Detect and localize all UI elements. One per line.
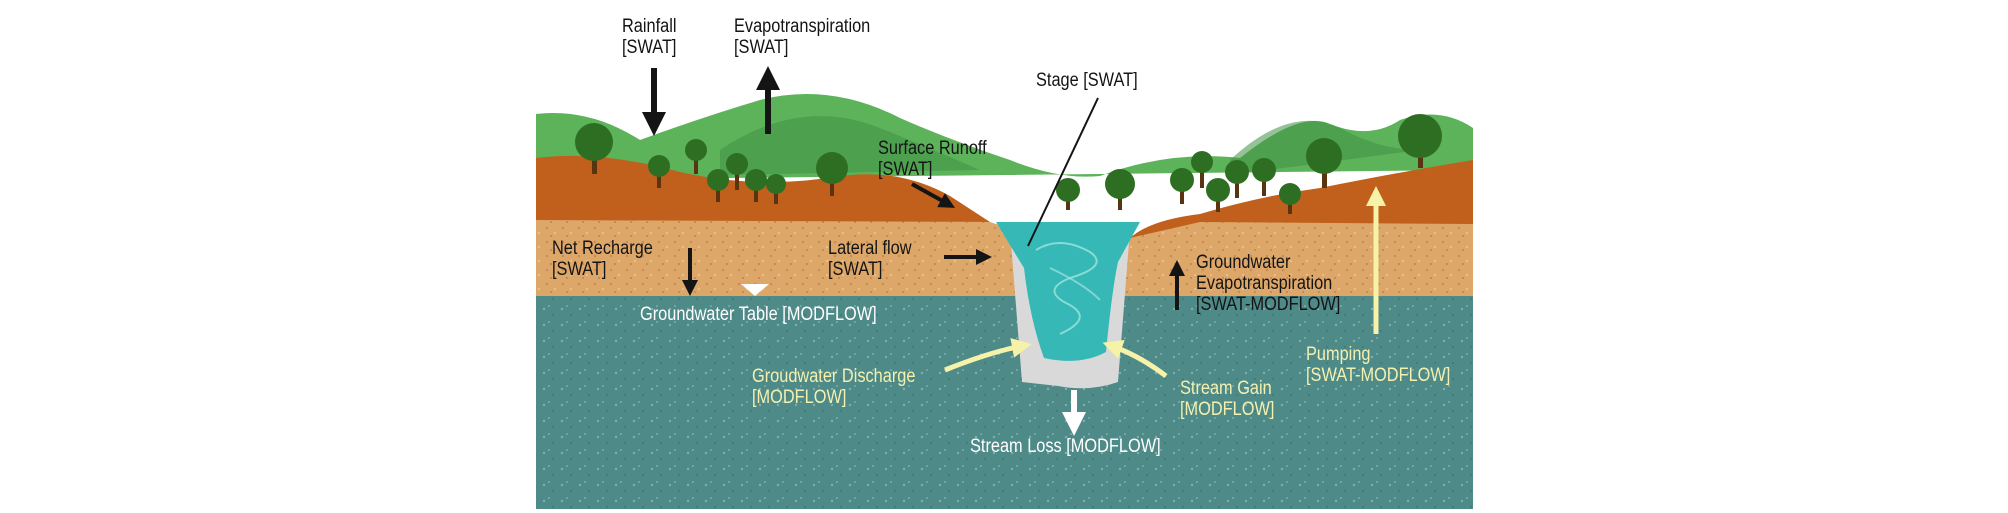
groundwater-discharge-label: Groudwater Discharge [MODFLOW]: [752, 366, 916, 408]
surface-runoff-label: Surface Runoff [SWAT]: [878, 138, 987, 180]
stream-water: [996, 222, 1140, 361]
rainfall-label: Rainfall [SWAT]: [622, 16, 677, 58]
stream-gain-arrow: [1102, 339, 1168, 378]
groundwater-table-label: Groundwater Table [MODFLOW]: [640, 304, 877, 325]
stream-gain-label: Stream Gain [MODFLOW]: [1180, 378, 1275, 420]
trees: [575, 114, 1442, 214]
water-table-triangle: [741, 284, 769, 296]
lateral-flow-label: Lateral flow [SWAT]: [828, 238, 912, 280]
groundwater-discharge-arrow: [944, 338, 1032, 373]
groundwater-et-label: Groundwater Evapotranspiration [SWAT-MOD…: [1196, 252, 1341, 315]
net-recharge-label: Net Recharge [SWAT]: [552, 238, 653, 280]
stage-leader-line: [1027, 97, 1099, 247]
topsoil-layer: [536, 155, 990, 222]
evapotranspiration-label: Evapotranspiration [SWAT]: [734, 16, 871, 58]
surface-runoff-arrow: [911, 182, 955, 208]
stream-loss-label: Stream Loss [MODFLOW]: [970, 436, 1161, 457]
stage-label: Stage [SWAT]: [1036, 70, 1138, 91]
pumping-label: Pumping [SWAT-MODFLOW]: [1306, 344, 1451, 386]
